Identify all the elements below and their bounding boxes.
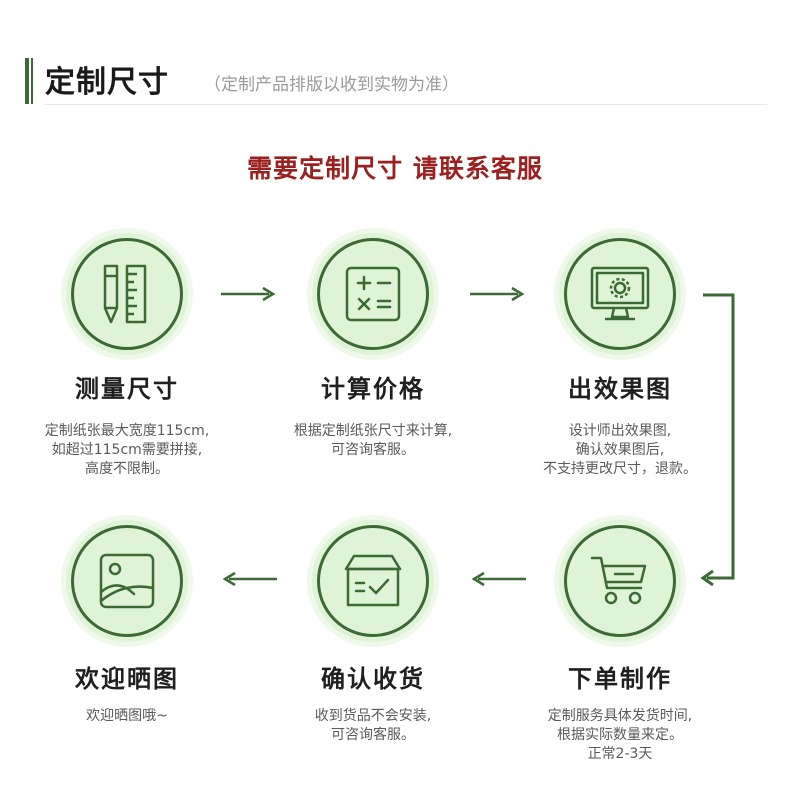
header-accent-bar [25,58,29,104]
ruler-pencil-icon [103,264,147,324]
arrow-left-icon [470,571,526,587]
header-accent-bar-thin [31,58,33,104]
monitor-gear-icon [590,266,650,321]
step-order-title: 下单制作 [568,665,672,693]
step-receive-desc: 收到货品不会安装, 可咨询客服。 [314,708,432,743]
page-title: 定制尺寸 [45,65,169,100]
step-measure-circle [66,233,188,355]
header-divider [45,104,767,105]
shopping-cart-icon [590,556,647,605]
step-render-title: 出效果图 [568,375,672,403]
page-subtitle: （定制产品排版以收到实物为准） [204,75,459,95]
step-price-desc: 根据定制纸张尺寸来计算, 可咨询客服。 [293,423,453,458]
step-order-desc: 定制服务具体发货时间, 根据实际数量来定。 正常2-3天 [547,708,693,762]
connector-down-arrow [695,290,741,586]
step-measure-desc: 定制纸张最大宽度115cm, 如超过115cm需要拼接, 高度不限制。 [44,423,210,477]
step-order-circle [559,520,681,642]
step-measure-title: 测量尺寸 [75,375,179,403]
calculator-icon [345,266,401,322]
step-render-circle [559,233,681,355]
step-share-title: 欢迎晒图 [75,665,179,693]
step-price-title: 计算价格 [321,375,425,403]
step-price-circle [312,233,434,355]
step-share-circle [66,520,188,642]
contact-headline: 需要定制尺寸 请联系客服 [247,154,543,183]
arrow-right-icon [470,286,526,302]
arrow-right-icon [221,286,277,302]
arrow-left-icon [221,571,277,587]
step-share-desc: 欢迎晒图哦~ [86,708,168,724]
picture-icon [99,553,155,609]
step-receive-title: 确认收货 [321,665,425,693]
step-receive-circle [312,520,434,642]
step-render-desc: 设计师出效果图, 确认效果图后, 不支持更改尺寸，退款。 [543,423,697,477]
box-check-icon [344,554,402,607]
